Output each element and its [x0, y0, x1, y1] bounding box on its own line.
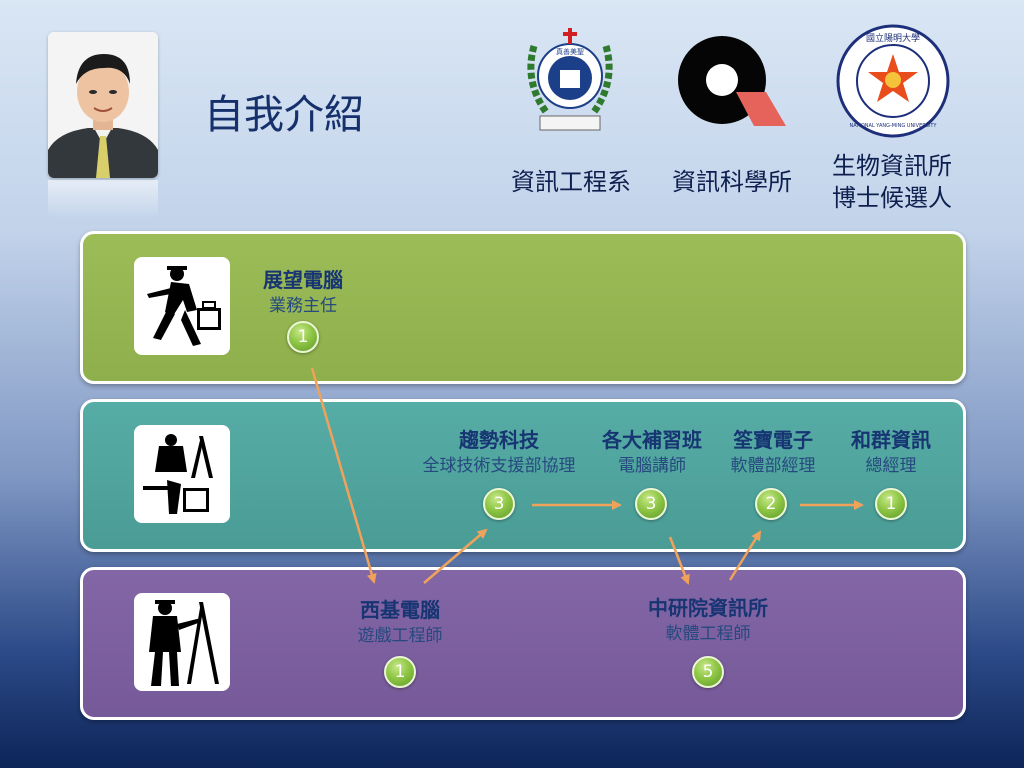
role-quanbao: 軟體部經理 [730, 456, 816, 476]
badge-cram: 3 [635, 488, 667, 520]
photo-reflection [48, 180, 158, 218]
role-cram: 電腦講師 [618, 456, 686, 476]
cs-logo [676, 32, 788, 130]
company-trend: 趨勢科技 [459, 428, 539, 452]
engineer-compass-icon [134, 593, 230, 691]
role-zhanwang: 業務主任 [269, 296, 337, 316]
affiliation-csie: 資訊工程系 [511, 168, 631, 196]
affiliation-bioinformatics: 生物資訊所 博士候選人 [826, 150, 958, 214]
badge-hequn: 1 [875, 488, 907, 520]
company-quanbao: 筌寶電子 [733, 428, 813, 452]
fju-logo: 真善美聖 [524, 26, 616, 134]
businessman-running-icon [134, 257, 230, 355]
badge-xiji: 1 [384, 656, 416, 688]
affiliation-cs-institute: 資訊科學所 [672, 168, 792, 196]
badge-sinica: 5 [692, 656, 724, 688]
badge-trend: 3 [483, 488, 515, 520]
company-hequn: 和群資訊 [851, 428, 931, 452]
management-tier-panel [80, 399, 966, 552]
badge-quanbao: 2 [755, 488, 787, 520]
role-hequn: 總經理 [865, 456, 917, 476]
role-sinica: 軟體工程師 [665, 624, 751, 644]
ym-seal-text: 國立陽明大學 [866, 32, 920, 44]
company-xiji: 西基電腦 [360, 598, 440, 622]
badge-zhanwang: 1 [287, 321, 319, 353]
ym-seal-english: NATIONAL YANG-MING UNIVERSITY [850, 123, 938, 129]
company-cram: 各大補習班 [602, 428, 702, 452]
fju-seal-text: 真善美聖 [556, 47, 584, 56]
profile-photo [48, 32, 158, 178]
role-trend: 全球技術支援部協理 [422, 456, 576, 476]
role-xiji: 遊戲工程師 [357, 626, 443, 646]
affiliation-bioinformatics-line2: 博士候選人 [832, 184, 952, 212]
company-zhanwang: 展望電腦 [263, 268, 343, 292]
company-sinica: 中研院資訊所 [648, 596, 768, 620]
page-title: 自我介紹 [204, 92, 364, 138]
ym-logo: 國立陽明大學 NATIONAL YANG-MING UNIVERSITY [836, 24, 950, 138]
manager-compass-icon [134, 425, 230, 523]
affiliation-bioinformatics-line1: 生物資訊所 [832, 152, 952, 180]
